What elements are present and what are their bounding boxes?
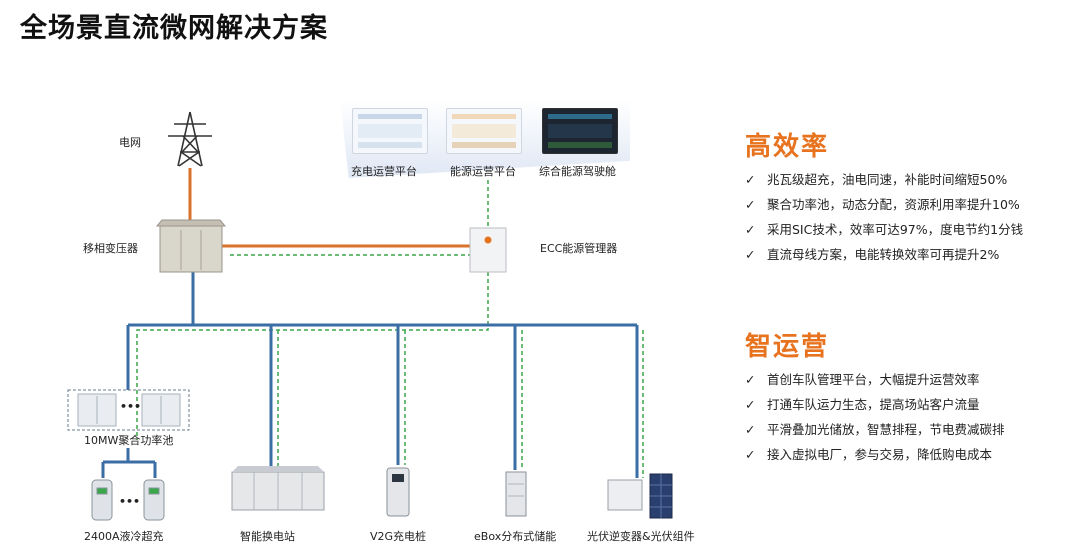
list-item: ✓聚合功率池，动态分配，资源利用率提升10%: [745, 192, 1023, 217]
grid-label: 电网: [119, 136, 141, 149]
supercharger-icons: [91, 479, 165, 521]
device-label-swap: 智能换电站: [240, 530, 295, 543]
check-icon: ✓: [745, 447, 756, 462]
check-icon: ✓: [745, 197, 756, 212]
ecc-cabinet: [469, 227, 507, 273]
charging-platform-screen: [352, 108, 428, 154]
check-icon: ✓: [745, 247, 756, 262]
list-item: ✓接入虚拟电厂，参与交易，降低购电成本: [745, 442, 1005, 467]
operation-list: ✓首创车队管理平台，大幅提升运营效率 ✓打通车队运力生态，提高场站客户流量 ✓平…: [745, 367, 1005, 467]
check-icon: ✓: [745, 222, 756, 237]
platform-label-charging: 充电运营平台: [351, 165, 417, 178]
pv-inverter-icon: [607, 473, 673, 519]
list-item: ✓采用SIC技术，效率可达97%，度电节约1分钱: [745, 217, 1023, 242]
power-pool-frame: [67, 389, 190, 431]
ecc-label: ECC能源管理器: [540, 242, 618, 255]
power-pool-cabinets: [77, 393, 181, 427]
check-icon: ✓: [745, 422, 756, 437]
check-icon: ✓: [745, 372, 756, 387]
v2g-charger-icon: [386, 467, 410, 517]
efficiency-list: ✓兆瓦级超充，油电同速，补能时间缩短50% ✓聚合功率池，动态分配，资源利用率提…: [745, 167, 1023, 267]
cockpit-screen: [542, 108, 618, 154]
energy-platform-screen: [446, 108, 522, 154]
check-icon: ✓: [745, 172, 756, 187]
check-icon: ✓: [745, 397, 756, 412]
efficiency-heading: 高效率: [745, 132, 830, 162]
device-label-pv: 光伏逆变器&光伏组件: [587, 530, 695, 543]
swap-station-icon: [231, 466, 325, 511]
operation-heading: 智运营: [745, 332, 830, 362]
device-label-supercharger: 2400A液冷超充: [84, 530, 164, 543]
page-title: 全场景直流微网解决方案: [20, 13, 328, 44]
pool-label: 10MW聚合功率池: [84, 434, 174, 447]
charger-dots: •••: [119, 495, 141, 508]
platform-label-energy: 能源运营平台: [450, 165, 516, 178]
transformer-cabinet: [155, 219, 227, 273]
list-item: ✓打通车队运力生态，提高场站客户流量: [745, 392, 1005, 417]
list-item: ✓首创车队管理平台，大幅提升运营效率: [745, 367, 1005, 392]
list-item: ✓平滑叠加光储放，智慧排程，节电费减碳排: [745, 417, 1005, 442]
list-item: ✓兆瓦级超充，油电同速，补能时间缩短50%: [745, 167, 1023, 192]
platform-label-cockpit: 综合能源驾驶舱: [539, 165, 616, 178]
list-item: ✓直流母线方案，电能转换效率可再提升2%: [745, 242, 1023, 267]
ebox-storage-icon: [505, 471, 527, 517]
device-label-v2g: V2G充电桩: [370, 530, 427, 543]
transformer-label: 移相变压器: [83, 242, 138, 255]
pool-dots: •••: [120, 400, 142, 413]
device-label-ebox: eBox分布式储能: [474, 530, 557, 543]
pylon-icon: [168, 111, 212, 167]
topology-diagram: [67, 111, 673, 521]
